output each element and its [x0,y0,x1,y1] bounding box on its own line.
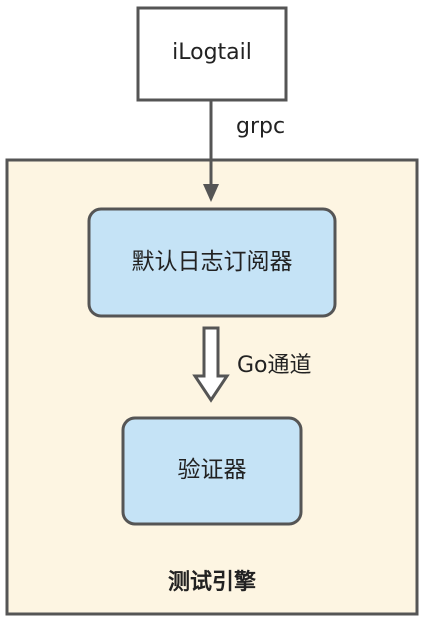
validator-node-label: 验证器 [177,457,247,483]
go-channel-hollow-arrow [192,326,230,403]
source-node-label: iLogtail [172,40,252,65]
go-channel-edge-label: Go通道 [237,353,312,378]
subscriber-node-label: 默认日志订阅器 [131,249,293,275]
source-node-box [136,6,288,102]
engine-container-label: 测试引擎 [167,570,256,595]
subscriber-node-box [87,207,337,318]
grpc-edge-label: grpc [236,114,286,139]
validator-node-box [121,416,303,526]
grpc-arrowhead [203,184,219,202]
